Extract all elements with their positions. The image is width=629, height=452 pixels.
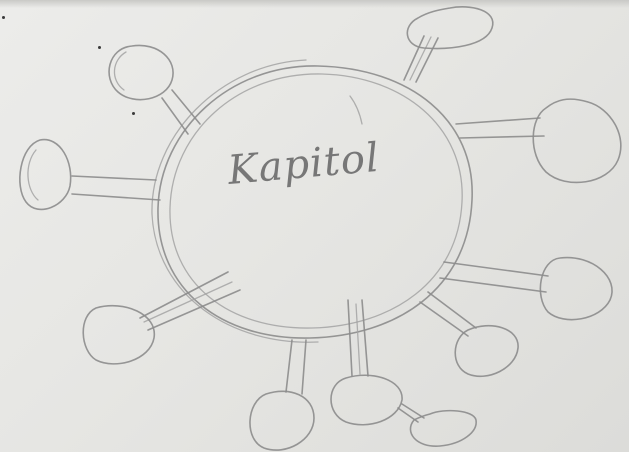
spoke-left xyxy=(20,140,160,210)
pencil-dot xyxy=(98,46,101,49)
pencil-dot xyxy=(2,16,5,19)
spoke-bottom-right xyxy=(420,292,518,376)
central-circle xyxy=(152,60,472,342)
spoke-right xyxy=(440,258,612,320)
spoke-top-right xyxy=(456,99,621,182)
spoke-bottom-1 xyxy=(250,340,314,450)
spoke-small-bottom xyxy=(398,404,476,446)
spoke-top xyxy=(404,7,493,82)
spoke-bottom-2 xyxy=(331,300,402,425)
pencil-dot xyxy=(132,112,135,115)
